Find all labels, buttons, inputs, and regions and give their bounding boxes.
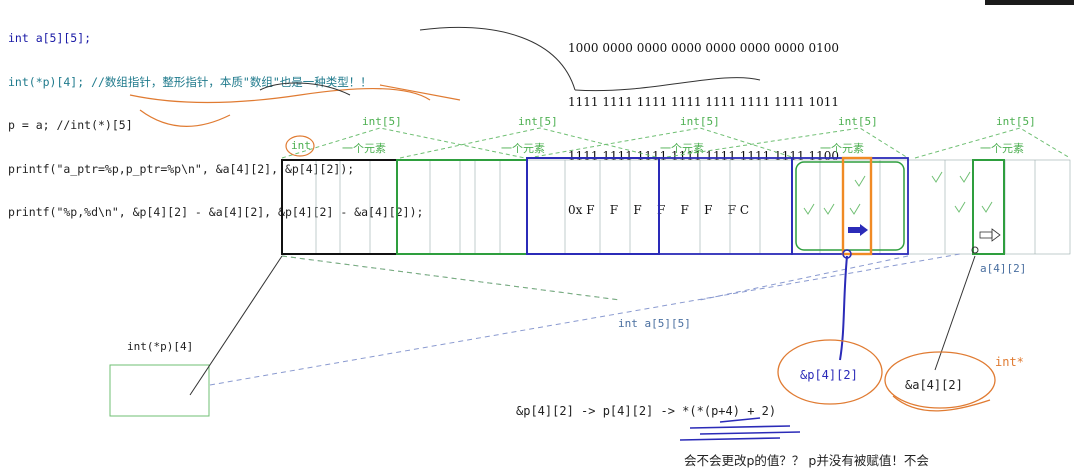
binary-line-1: 1000 0000 0000 0000 0000 0000 0000 0100 — [568, 41, 840, 55]
orange-squiggle-3 — [379, 84, 461, 101]
p4-green-outline — [795, 161, 905, 251]
a-4-2-highlight — [972, 159, 1005, 255]
small-arrow-p — [848, 224, 868, 236]
p-vertical-pointer — [839, 255, 848, 361]
row-brackets — [281, 127, 1071, 159]
code-line-3: p = a; //int(*)[5] — [8, 118, 133, 132]
elem-label-4: 一个元素 — [820, 142, 864, 155]
dashed-green-link — [281, 255, 621, 301]
binary-line-3: 1111 1111 1111 1111 1111 1111 1111 1100 — [568, 149, 840, 163]
code-snippet: int a[5][5]; int(*p)[4]; //数组指针，整形指针，本质"… — [8, 2, 423, 234]
array-label: int a[5][5] — [618, 317, 691, 330]
a-address-label: &a[4][2] — [905, 378, 963, 392]
p0-black-block — [281, 159, 398, 255]
binary-line-4: 0x F F F F F F F C — [568, 203, 750, 217]
a-label-circle — [884, 351, 996, 409]
p2-blue-block — [526, 157, 660, 255]
orange-squiggle-1 — [129, 87, 431, 104]
elem-label-5: 一个元素 — [980, 142, 1024, 155]
expression-text: &p[4][2] -> p[4][2] -> *(*(p+4) + 2) — [516, 404, 777, 418]
row-label-1: int[5] — [362, 115, 402, 128]
a-element-label: a[4][2] — [980, 262, 1027, 275]
small-arrow-a — [979, 228, 1001, 242]
binary-line-2: 1111 1111 1111 1111 1111 1111 1111 1011 — [568, 95, 840, 109]
row-label-3: int[5] — [680, 115, 720, 128]
pointer-box — [109, 364, 210, 417]
p1-green-block — [396, 159, 528, 255]
p-4-2-highlight — [841, 156, 873, 256]
question-note: 会不会更改p的值？？ p并没有被赋值！不会 — [684, 453, 929, 468]
int-circle — [285, 135, 315, 157]
orange-squiggle-2 — [139, 109, 231, 127]
underline-scribble — [259, 82, 351, 96]
p4-blue-block — [791, 157, 909, 255]
int-star-label: int* — [995, 355, 1024, 369]
p-label-circle — [777, 339, 883, 405]
memory-strip — [281, 159, 1071, 255]
pointer-arrow — [189, 255, 283, 396]
p3-blue-block — [658, 157, 793, 255]
elem-label-2: 一个元素 — [501, 142, 545, 155]
arrow-curve-top — [419, 27, 576, 91]
binary-notes: 1000 0000 0000 0000 0000 0000 0000 0100 … — [568, 3, 839, 237]
code-line-5: printf("%p,%d\n", &p[4][2] - &a[4][2], &… — [8, 205, 424, 219]
window-edge-bar — [985, 0, 1074, 5]
code-line-4: printf("a_ptr=%p,p_ptr=%p\n", &a[4][2], … — [8, 161, 355, 176]
row-label-2: int[5] — [518, 115, 558, 128]
p-address-label: &p[4][2] — [800, 368, 858, 382]
arrow-curve-tail — [574, 77, 761, 92]
pointer-box-label: int(*p)[4] — [127, 340, 194, 353]
checkmarks — [803, 171, 993, 215]
elem-label-3: 一个元素 — [660, 142, 704, 155]
expression-underline — [679, 417, 801, 441]
dashed-links — [209, 253, 961, 386]
row-label-5: int[5] — [996, 115, 1036, 128]
code-line-1: int a[5][5]; — [8, 31, 92, 45]
int-label: int — [291, 139, 311, 152]
code-line-2: int(*p)[4]; //数组指针，整形指针，本质"数组"也是一种类型！！ — [8, 74, 372, 89]
elem-label-1: 一个元素 — [342, 142, 386, 155]
a-pointer-line — [934, 255, 976, 371]
row-label-4: int[5] — [838, 115, 878, 128]
